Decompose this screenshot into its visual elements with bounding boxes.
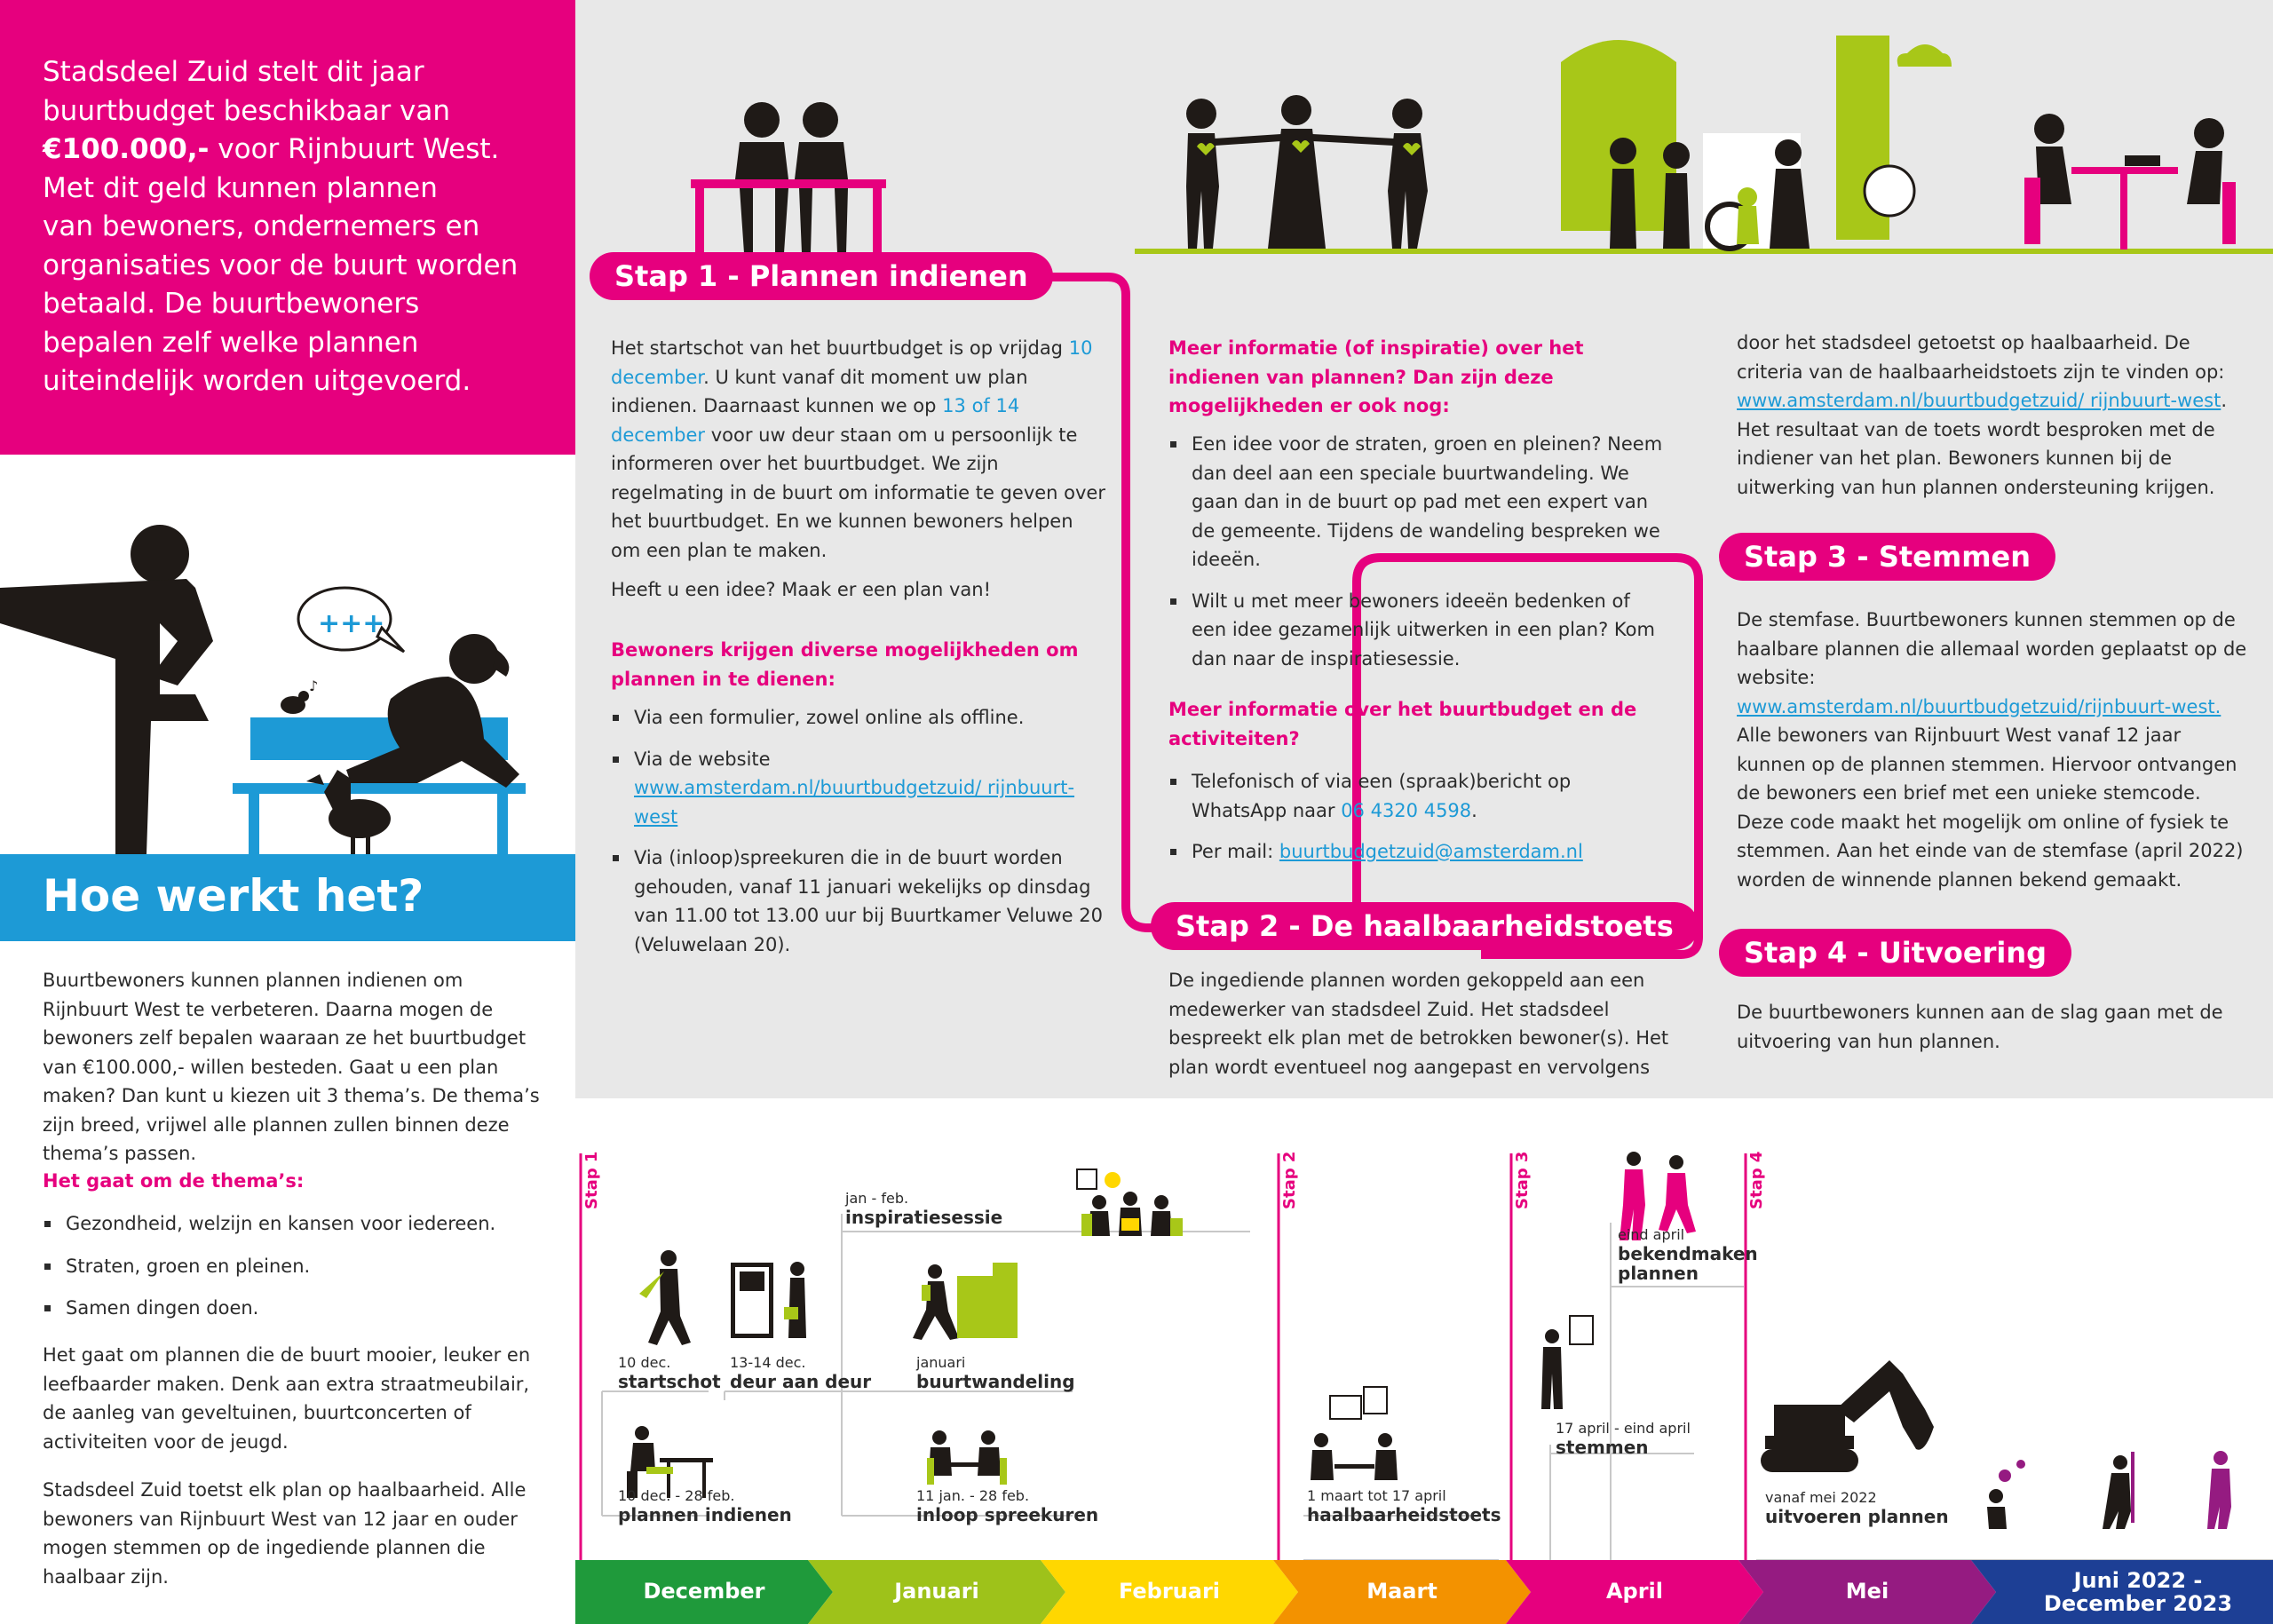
timeline-step-4: Stap 4 — [1747, 1151, 1766, 1209]
month-juni-december — [1971, 1560, 2273, 1624]
timeline-event: jan - feb. inspiratiesessie — [845, 1190, 1003, 1228]
list-item: Telefonisch of via een (spraak)bericht o… — [1168, 767, 1666, 825]
step-1-title: Stap 1 - Plannen indienen — [590, 252, 1053, 300]
month-april — [1506, 1560, 1763, 1624]
step-2-title: Stap 2 - De haalbaarheidstoets — [1151, 902, 1699, 950]
date-highlight: 13 of 14 december — [611, 395, 1020, 446]
timeline-event: januari buurtwandeling — [916, 1354, 1075, 1392]
step-4-paragraph: De buurtbewoners kunnen aan de slag gaan… — [1737, 1002, 2223, 1052]
month-label: Februari — [1118, 1579, 1221, 1604]
timeline-event: 10 dec. - 28 feb. plannen indienen — [618, 1487, 792, 1525]
inspiration-heading: Meer informatie (of inspiratie) over het… — [1168, 337, 1584, 416]
month-label: December — [643, 1579, 765, 1604]
step-3-title: Stap 3 - Stemmen — [1719, 533, 2056, 581]
list-item: Via de website www.amsterdam.nl/buurtbud… — [611, 745, 1108, 832]
month-arrows — [575, 1560, 2273, 1624]
month-label: Maart — [1366, 1579, 1437, 1604]
list-item: Via een formulier, zowel online als offl… — [611, 703, 1108, 733]
contact-list: Telefonisch of via een (spraak)bericht o… — [1168, 767, 1666, 879]
month-label-last: Juni 2022 - December 2023 — [2043, 1568, 2233, 1616]
timeline-event: 13-14 dec. deur aan deur — [730, 1354, 872, 1392]
month-mei — [1738, 1560, 1996, 1624]
voting-paragraph: Stadsdeel Zuid toetst elk plan op haalba… — [43, 1479, 527, 1588]
list-item: Een idee voor de straten, groen en plein… — [1168, 430, 1666, 574]
budget-amount: €100.000,- — [43, 133, 210, 165]
timeline-event: 1 maart tot 17 april haalbaarheidstoets — [1307, 1487, 1501, 1525]
contact-heading: Meer informatie over het buurtbudget en … — [1168, 699, 1637, 749]
list-item: Wilt u met meer bewoners ideeën bedenken… — [1168, 587, 1666, 674]
step-3-paragraph: De stemfase. Buurtbewoners kunnen stemme… — [1737, 609, 2247, 891]
step-1-paragraph: Het startschot van het buurtbudget is op… — [611, 337, 1105, 561]
timeline-event: eind april bekendmaken plannen — [1618, 1226, 1758, 1284]
timeline-lines — [579, 1152, 2273, 1561]
svg-text:♪: ♪ — [309, 677, 318, 694]
website-link[interactable]: www.amsterdam.nl/buurtbudgetzuid/ rijnbu… — [634, 777, 1075, 828]
list-item: Per mail: buurtbudgetzuid@amsterdam.nl — [1168, 837, 1666, 867]
list-item: Samen dingen doen. — [43, 1294, 540, 1323]
themes-list: Gezondheid, welzijn en kansen voor ieder… — [43, 1209, 540, 1336]
timeline-event: 10 dec. startschot — [618, 1354, 721, 1392]
list-item: Via (inloop)spreekuren die in de buurt w… — [611, 844, 1108, 959]
phone-number[interactable]: 06 4320 4598 — [1341, 799, 1472, 821]
options-heading: Bewoners krijgen diverse mogelijkheden o… — [611, 639, 1079, 690]
section-title: Hoe werkt het? — [43, 870, 424, 922]
top-illustrations — [691, 36, 2273, 254]
month-februari — [1041, 1560, 1298, 1624]
criteria-link[interactable]: www.amsterdam.nl/buurtbudgetzuid/ rijnbu… — [1737, 390, 2222, 411]
month-label: Mei — [1845, 1579, 1889, 1604]
timeline-event: 11 jan. - 28 feb. inloop spreekuren — [916, 1487, 1099, 1525]
steps-path — [877, 273, 1703, 959]
list-item: Straten, groen en pleinen. — [43, 1252, 540, 1281]
options-list: Via een formulier, zowel online als offl… — [611, 703, 1108, 971]
timeline-event: vanaf mei 2022 uitvoeren plannen — [1765, 1489, 1949, 1527]
month-december — [575, 1560, 833, 1624]
svg-text:+++: +++ — [318, 608, 384, 639]
examples-paragraph: Het gaat om plannen die de buurt mooier,… — [43, 1344, 531, 1453]
call-to-action: Heeft u een idee? Maak er een plan van! — [611, 579, 991, 600]
intro-paragraph: Buurtbewoners kunnen plannen indienen om… — [43, 970, 540, 1164]
timeline-step-2: Stap 2 — [1280, 1151, 1299, 1209]
month-label: Januari — [894, 1579, 979, 1604]
step-2-paragraph: De ingediende plannen worden gekoppeld a… — [1168, 970, 1669, 1078]
timeline: Stap 1 Stap 2 Stap 3 Stap 4 10 dec. star… — [575, 1098, 2273, 1624]
feasibility-paragraph: door het stadsdeel getoetst op haalbaarh… — [1737, 332, 2227, 498]
month-maart — [1273, 1560, 1531, 1624]
section-bar — [0, 854, 575, 941]
email-link[interactable]: buurtbudgetzuid@amsterdam.nl — [1279, 841, 1583, 862]
inspiration-list: Een idee voor de straten, groen en plein… — [1168, 430, 1666, 685]
step-4-title: Stap 4 - Uitvoering — [1719, 929, 2072, 977]
list-item: Gezondheid, welzijn en kansen voor ieder… — [43, 1209, 540, 1239]
timeline-step-3: Stap 3 — [1513, 1151, 1532, 1209]
timeline-step-1: Stap 1 — [582, 1151, 601, 1209]
intro-panel — [0, 0, 575, 455]
voting-link[interactable]: www.amsterdam.nl/buurtbudgetzuid/rijnbuu… — [1737, 695, 2222, 717]
bench-illustration: +++ ♪ — [0, 525, 526, 854]
date-highlight: 10 december — [611, 337, 1093, 388]
themes-heading: Het gaat om de thema’s: — [43, 1170, 305, 1192]
timeline-event: 17 april - eind april stemmen — [1556, 1420, 1691, 1458]
month-januari — [808, 1560, 1065, 1624]
intro-text: Stadsdeel Zuid stelt dit jaar buurtbudge… — [43, 56, 519, 397]
month-label: April — [1605, 1579, 1664, 1604]
